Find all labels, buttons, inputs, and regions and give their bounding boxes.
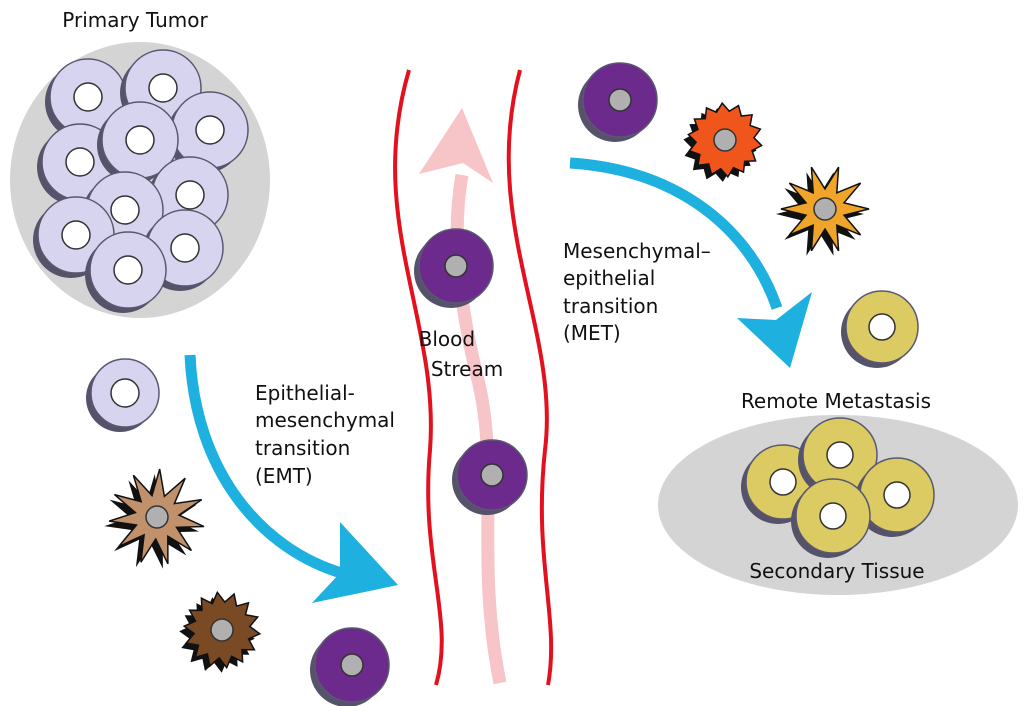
- circulating-tumor-cell: [452, 439, 528, 515]
- vessel-wall-left: [393, 69, 444, 686]
- cell-nucleus: [73, 82, 103, 112]
- circulating-tumor-cell: [414, 228, 494, 308]
- mesenchymal-cell-dark: [179, 590, 262, 673]
- remote-metastasis-label: Remote Metastasis: [741, 389, 931, 413]
- cell-nucleus: [145, 505, 169, 529]
- met-arrow-shaft: [569, 157, 783, 310]
- reepithelialized-cell: [841, 290, 919, 368]
- extravasated-tumor-cell: [578, 62, 658, 142]
- cell-nucleus: [480, 463, 504, 487]
- met-arrowhead: [737, 292, 812, 368]
- emt-label: Epithelial- mesenchymal transition (EMT): [255, 381, 401, 488]
- emt-arrow-shaft: [184, 354, 347, 580]
- cell-nucleus: [340, 653, 364, 677]
- circulating-tumor-cell: [310, 627, 390, 706]
- primary-tumor-label: Primary Tumor: [62, 8, 208, 32]
- cell-nucleus: [210, 618, 234, 642]
- secondary-tissue-label: Secondary Tissue: [749, 559, 924, 583]
- epithelial-tumor-cell: [167, 91, 249, 173]
- cell-nucleus: [61, 220, 91, 250]
- epithelial-tumor-cell: [85, 231, 167, 313]
- cell-nucleus: [125, 125, 155, 155]
- metastatic-cell: [855, 457, 935, 537]
- metastasis-cells: [741, 417, 935, 558]
- cell-nucleus: [813, 197, 837, 221]
- met-cell-orange: [776, 166, 870, 256]
- met-label: Mesenchymal– epithelial transition (MET): [563, 239, 717, 345]
- metastatic-cell: [791, 478, 871, 558]
- emt-label-line-3: transition: [255, 436, 350, 460]
- emt-label-line-2: mesenchymal: [255, 408, 395, 432]
- cell-nucleus: [175, 180, 205, 210]
- cell-nucleus: [65, 147, 95, 177]
- cell-nucleus: [819, 502, 847, 530]
- met-label-line-4: (MET): [563, 321, 621, 345]
- emt-label-line-4: (EMT): [255, 464, 313, 488]
- cell-nucleus: [148, 73, 178, 103]
- metastatic-cell: [798, 417, 878, 497]
- cell-nucleus: [608, 88, 632, 112]
- cell-nucleus: [826, 441, 854, 469]
- cell-nucleus: [444, 254, 468, 278]
- epithelial-tumor-cell: [97, 101, 179, 183]
- met-cell-orange-red: [683, 101, 763, 182]
- cell-nucleus: [883, 481, 911, 509]
- cell-nucleus: [713, 128, 737, 152]
- epithelial-tumor-cell: [45, 58, 127, 140]
- emt-label-line-1: Epithelial-: [255, 381, 355, 405]
- cell-nucleus: [110, 195, 140, 225]
- blood-flow-arrowhead: [419, 108, 493, 183]
- blood-stream-label: Blood Stream: [419, 327, 504, 381]
- vessel-wall-right: [506, 69, 554, 686]
- blood-stream-label-line-1: Blood: [419, 327, 475, 351]
- cell-nucleus: [113, 255, 143, 285]
- cell-nucleus: [170, 233, 200, 263]
- primary-tumor-cells: [33, 49, 249, 313]
- emt-arrowhead: [312, 522, 398, 603]
- mesenchymal-cell-light: [104, 468, 205, 569]
- cell-nucleus: [769, 468, 797, 496]
- blood-stream-label-line-2: Stream: [431, 357, 503, 381]
- met-label-line-1: Mesenchymal–: [563, 239, 711, 263]
- met-label-line-3: transition: [563, 294, 658, 318]
- cell-nucleus: [868, 313, 896, 341]
- cell-nucleus: [195, 115, 225, 145]
- met-label-line-2: epithelial: [563, 266, 655, 290]
- free-cells: [86, 62, 919, 706]
- cell-nucleus: [110, 378, 140, 408]
- detaching-epithelial-cell: [86, 358, 160, 432]
